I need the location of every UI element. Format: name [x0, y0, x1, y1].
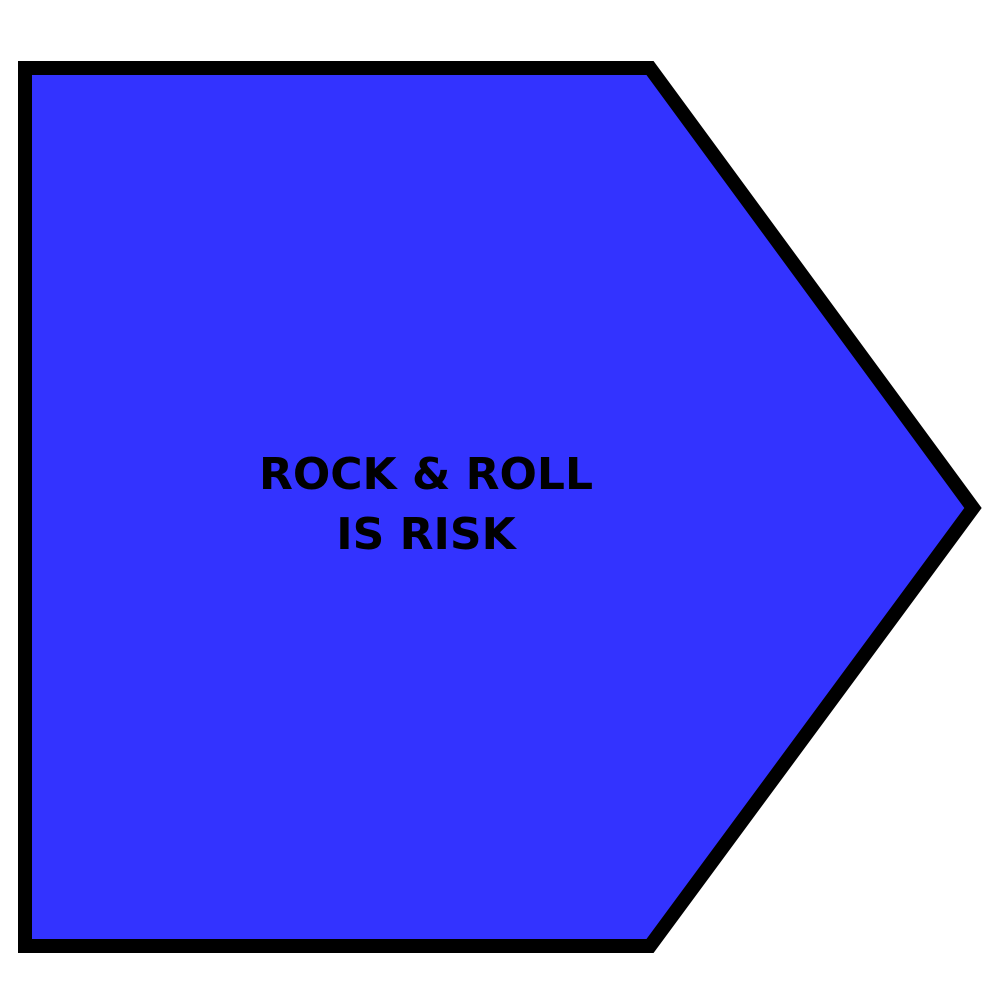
- shape-text-line-2: IS RISK: [336, 509, 517, 560]
- shape-text-line-1: ROCK & ROLL: [259, 449, 593, 500]
- pentagon-arrow-shape: [18, 61, 982, 953]
